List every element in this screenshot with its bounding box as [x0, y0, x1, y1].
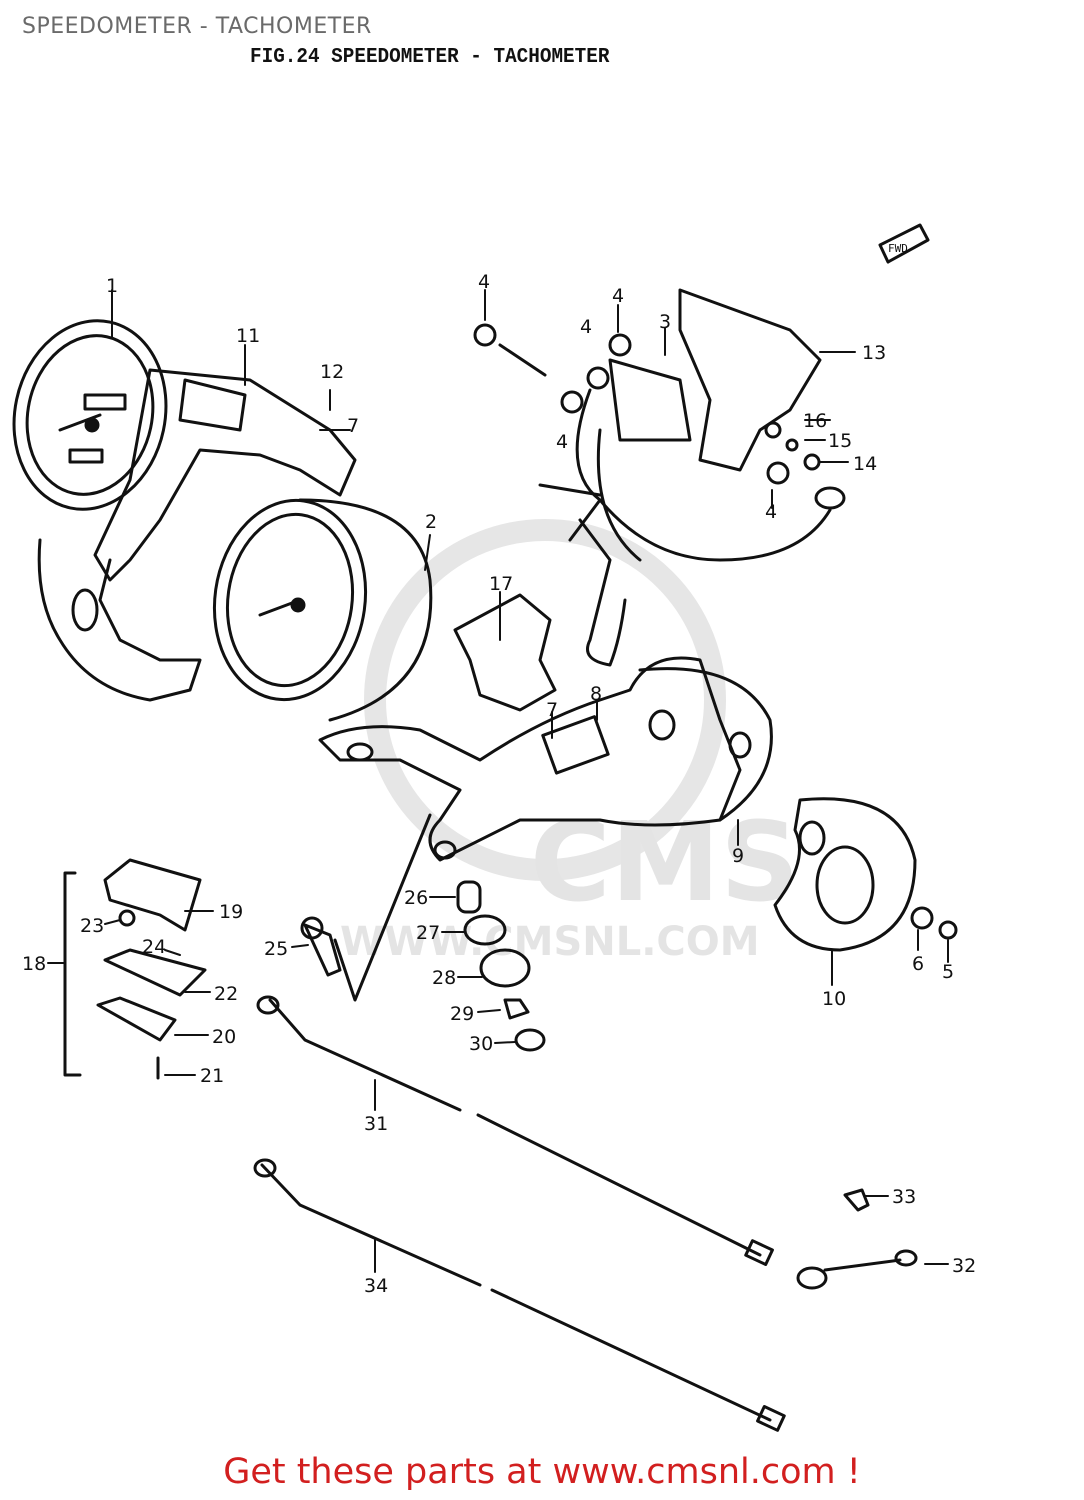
callout-34: 34	[364, 1275, 388, 1297]
callout-22: 22	[214, 983, 238, 1005]
callout-4a: 4	[478, 271, 490, 293]
meter-cover	[773, 797, 958, 952]
indicator-assembly	[63, 858, 207, 1080]
leader-lines	[47, 289, 949, 1273]
callout-7b: 7	[546, 699, 558, 721]
callout-1: 1	[106, 275, 118, 297]
callout-12: 12	[320, 361, 344, 383]
watermark-brand: CMS	[530, 798, 799, 926]
speedometer-cable	[256, 995, 774, 1266]
callout-3: 3	[659, 311, 671, 333]
callout-8: 8	[590, 683, 602, 705]
cable-clamp	[796, 1188, 918, 1290]
callout-4e: 4	[765, 501, 777, 523]
callout-15: 15	[828, 430, 852, 452]
callout-4d: 4	[556, 431, 568, 453]
watermark-url: WWW.CMSNL.COM	[340, 919, 760, 965]
callout-labels: 1 2 3 4 4 4 4 4 5 6 7 7 8 9 10 11 12 13 …	[22, 271, 976, 1297]
callout-11: 11	[236, 325, 260, 347]
callout-14: 14	[853, 453, 877, 475]
callout-27: 27	[416, 922, 440, 944]
tachometer-cable	[253, 1158, 786, 1432]
callout-31: 31	[364, 1113, 388, 1135]
mount-bracket	[318, 593, 773, 862]
callout-29: 29	[450, 1003, 474, 1025]
callout-16: 16	[803, 410, 827, 432]
callout-24: 24	[142, 936, 166, 958]
callout-19: 19	[219, 901, 243, 923]
wiring-harness	[473, 288, 846, 667]
callout-23: 23	[80, 915, 104, 937]
tachometer	[212, 498, 433, 722]
callout-2: 2	[425, 511, 437, 533]
callout-20: 20	[212, 1026, 236, 1048]
callout-13: 13	[862, 342, 886, 364]
svg-text:FWD: FWD	[888, 242, 908, 255]
callout-10: 10	[822, 988, 846, 1010]
callout-9: 9	[732, 845, 744, 867]
callout-25: 25	[264, 938, 288, 960]
callout-5: 5	[942, 961, 954, 983]
meter-housing	[37, 368, 357, 702]
callout-33: 33	[892, 1186, 916, 1208]
damper-stack	[300, 813, 546, 1052]
figure-title: FIG.24 SPEEDOMETER - TACHOMETER	[250, 46, 610, 69]
callout-4b: 4	[612, 285, 624, 307]
callout-21: 21	[200, 1065, 224, 1087]
speedometer	[12, 319, 168, 511]
callout-28: 28	[432, 967, 456, 989]
callout-17: 17	[489, 573, 513, 595]
fwd-tag: FWD	[878, 223, 930, 264]
callout-30: 30	[469, 1033, 493, 1055]
page-title: SPEEDOMETER - TACHOMETER	[22, 14, 372, 39]
footer-link[interactable]: Get these parts at www.cmsnl.com !	[223, 1452, 861, 1492]
callout-6: 6	[912, 953, 924, 975]
callout-7a: 7	[347, 415, 359, 437]
callout-18: 18	[22, 953, 46, 975]
callout-4c: 4	[580, 316, 592, 338]
callout-26: 26	[404, 887, 428, 909]
callout-32: 32	[952, 1255, 976, 1277]
